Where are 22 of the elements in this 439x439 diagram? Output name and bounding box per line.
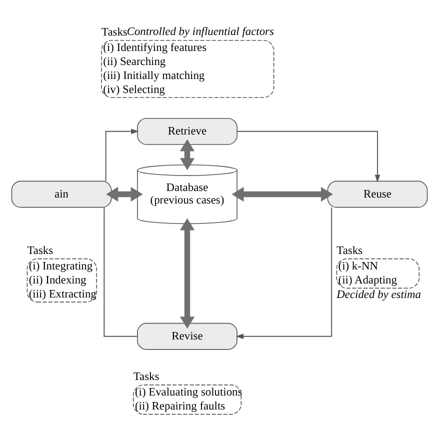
node-box: (i) Evaluating solutions (ii) Repairing faults [132,384,242,414]
arrow [236,206,332,339]
node-box: (i) Identifying features (ii) Searching (iii) Initially matching (iv) Selecting [101,39,274,98]
node-box: (i) k-NN (ii) Adapting [336,258,420,288]
arrow [236,130,380,182]
arrow [180,218,195,328]
arrow [180,138,195,170]
node-box: Reuse [327,180,428,208]
node-label: Controlled by influential factors [126,25,274,38]
node-label: Tasks [133,370,160,383]
connector [104,206,138,336]
arrow [106,186,143,202]
node-label: Tasks [27,244,54,257]
node-label: Tasks [102,26,128,38]
node-box: Retrieve [137,117,238,144]
arrow [105,128,139,181]
node-label: Decided by estima [336,288,422,301]
arrow [232,186,333,202]
node-box: (i) Integrating (ii) Indexing (iii) Extracting [26,258,98,302]
node-box: Revise [137,322,238,350]
node-box: ain [11,180,112,208]
node-label: Tasks [336,244,363,257]
